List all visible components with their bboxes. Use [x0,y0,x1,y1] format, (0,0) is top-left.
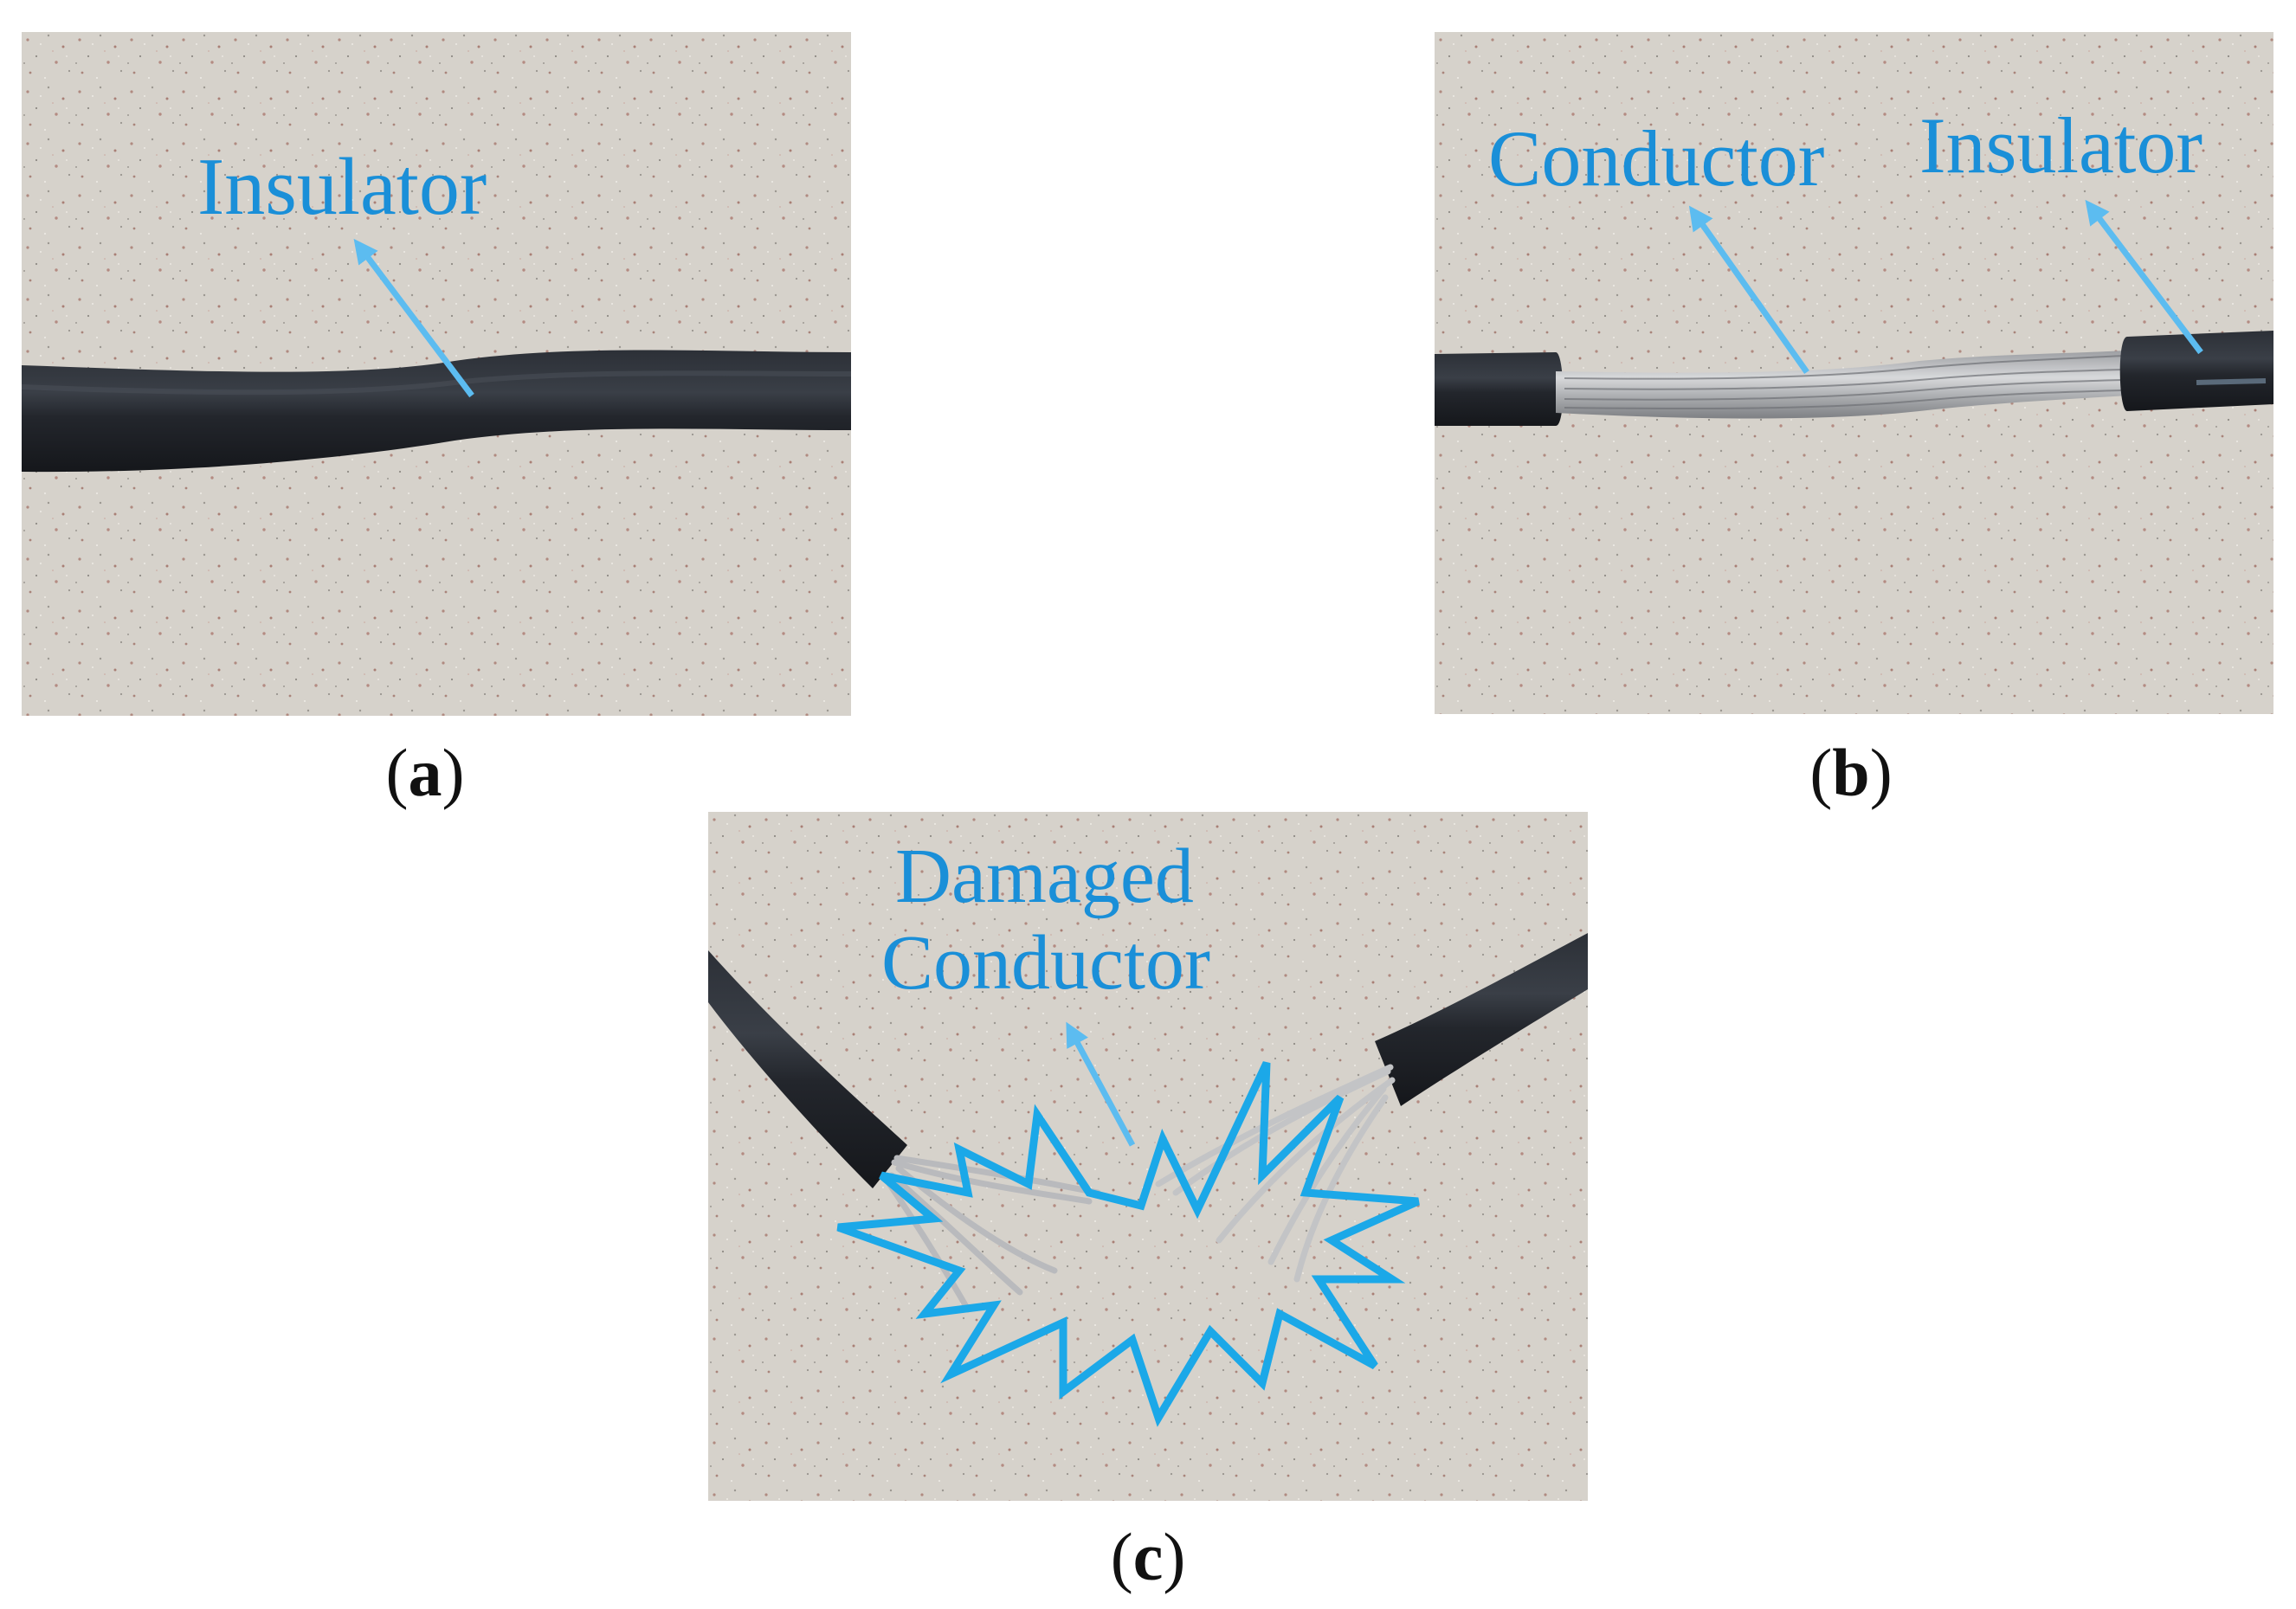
caption-a: (a) [385,735,465,810]
photo-panel-a: Insulator [22,32,851,716]
photo-panel-c: Damaged Conductor [708,812,1588,1501]
photo-panel-b: Conductor Insulator [1435,32,2273,714]
label-damaged-c: Damaged [895,833,1194,919]
label-insulator-a: Insulator [197,142,487,232]
caption-c: (c) [1110,1519,1186,1594]
cable-stripped-illustration [1435,32,2273,714]
label-conductor-c: Conductor [881,920,1210,1006]
caption-letter-c: c [1132,1519,1164,1594]
caption-letter-a: a [408,735,442,810]
cable-insulated-illustration [22,32,851,716]
caption-letter-b: b [1832,735,1870,810]
cable-damaged-illustration [708,812,1588,1501]
label-conductor-b: Conductor [1488,114,1825,203]
label-insulator-b: Insulator [1919,101,2203,190]
caption-b: (b) [1809,735,1893,810]
